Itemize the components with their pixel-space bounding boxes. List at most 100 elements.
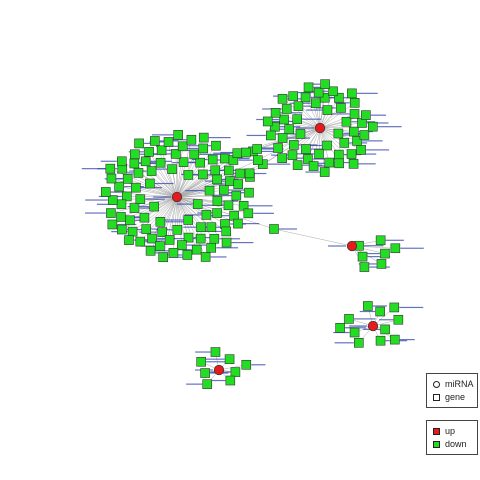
edge [319, 122, 363, 129]
gene-label-mark [228, 189, 246, 191]
gene-label-mark [334, 102, 350, 104]
legend-label: miRNA [445, 379, 474, 389]
gene-label-mark [353, 318, 376, 320]
gene-label-mark [165, 221, 186, 223]
edge [146, 196, 178, 230]
gene-label-mark [211, 195, 232, 197]
gene-node [135, 236, 146, 247]
shape-legend: miRNA gene [426, 373, 478, 408]
gene-node [129, 203, 140, 213]
edge [132, 196, 178, 232]
gene-node [361, 110, 371, 120]
gene-label-mark [216, 247, 239, 249]
gene-node [303, 82, 314, 93]
edge [257, 127, 321, 161]
gene-node [212, 208, 222, 218]
gene-label-mark [358, 163, 376, 165]
gene-node [145, 246, 156, 256]
gene-node [221, 226, 232, 237]
mirna-node [367, 320, 379, 332]
edge [110, 196, 178, 214]
gene-node [270, 108, 281, 118]
gene-node [163, 137, 174, 147]
gene-node [354, 337, 364, 348]
gene-node [172, 224, 183, 235]
gene-label-mark [356, 153, 377, 155]
gene-node [252, 144, 262, 154]
edge [175, 153, 178, 198]
gene-node [230, 367, 241, 377]
gene-node [167, 164, 177, 174]
gene-label-mark [100, 160, 117, 162]
gene-node [116, 199, 127, 210]
gene-node [348, 159, 359, 169]
gene-node [105, 163, 116, 174]
gene-node [359, 130, 370, 140]
edge [176, 196, 202, 228]
gene-node [303, 154, 313, 164]
edge [319, 102, 355, 129]
gene-node [134, 138, 144, 149]
mirna-label-mark [153, 196, 171, 198]
mirna-node-layer [171, 122, 379, 376]
gene-node [200, 368, 210, 378]
gene-node [347, 88, 357, 99]
gene-node [288, 91, 299, 101]
gene-label-mark [326, 113, 350, 115]
gene-node [202, 379, 213, 389]
gene-label-mark [85, 212, 106, 214]
gene-node [277, 94, 288, 104]
gene-label-mark [212, 183, 234, 185]
gene-label-mark [257, 150, 280, 153]
gene-label-mark [210, 256, 227, 258]
gene-node [235, 168, 246, 179]
gene-label-mark [229, 157, 250, 160]
gene-label-mark [152, 134, 174, 136]
legend-item-down: down [433, 438, 467, 450]
gene-node [241, 147, 251, 158]
gene-node [156, 145, 167, 156]
edge [313, 127, 321, 167]
legend-item-gene: gene [433, 391, 465, 403]
gene-node [124, 235, 134, 245]
gene-node [301, 144, 311, 154]
gene-label-mark [245, 172, 267, 175]
up-swatch-icon [433, 428, 440, 436]
gene-node [131, 182, 141, 193]
circle-icon [433, 381, 440, 389]
gene-node [141, 224, 152, 234]
gene-label-mark [155, 250, 176, 252]
gene-node [168, 248, 179, 258]
gene-label-mark [359, 310, 376, 313]
gene-label-mark [168, 256, 189, 258]
gene-node [357, 251, 368, 262]
gene-label-mark [246, 134, 266, 137]
edge [176, 189, 224, 198]
gene-label-mark [96, 203, 117, 205]
gene-label-mark [385, 239, 404, 241]
gene-node [233, 218, 243, 229]
gene-node [183, 215, 194, 225]
gene-node [390, 334, 400, 345]
gene-label-mark [399, 339, 415, 341]
gene-node [224, 165, 234, 176]
gene-label-mark [377, 126, 402, 128]
gene-node [133, 168, 144, 178]
gene-node [145, 178, 155, 189]
gene-node [319, 167, 330, 177]
edge [282, 98, 321, 129]
gene-node [243, 208, 254, 219]
gene-label-mark [378, 319, 394, 321]
gene-node [380, 324, 390, 335]
gene-label-mark [195, 351, 211, 353]
gene-node [117, 156, 127, 167]
edge [169, 196, 178, 240]
gene-node [333, 128, 344, 139]
gene-node [182, 250, 193, 260]
gene-node [207, 154, 218, 165]
gene-label-mark [220, 151, 241, 154]
gene-node [210, 347, 221, 357]
gene-node [157, 227, 168, 237]
mirna-node [171, 191, 183, 203]
gene-label-mark [209, 379, 226, 382]
